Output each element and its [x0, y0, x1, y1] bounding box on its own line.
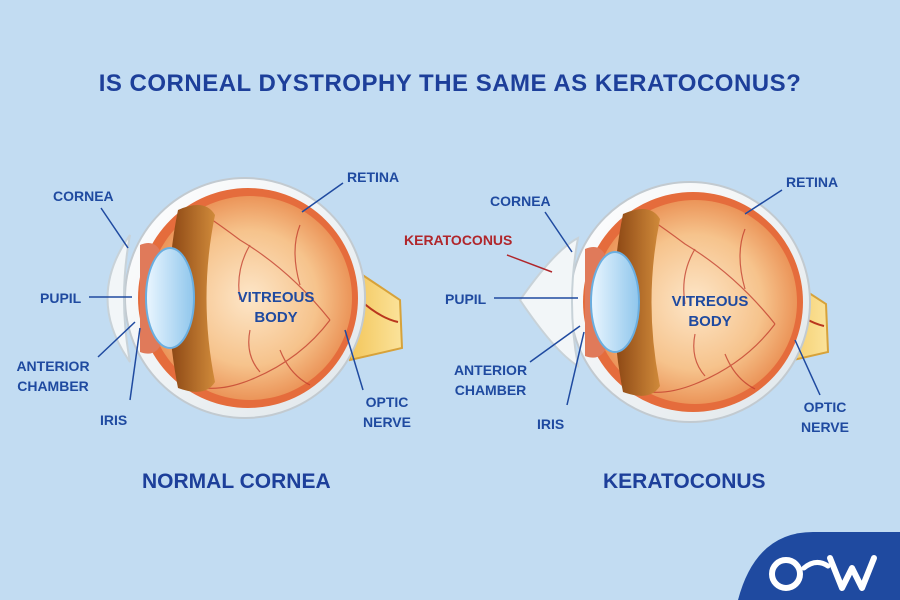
- keratoconus-cornea-label: CORNEA: [490, 193, 551, 209]
- normal-anterior-chamber-label: ANTERIOR CHAMBER: [8, 356, 98, 396]
- normal-pupil-label: PUPIL: [40, 290, 82, 306]
- normal-iris-label: IRIS: [100, 412, 128, 428]
- keratoconus-retina-label: RETINA: [786, 174, 839, 190]
- normal-optic-line2: NERVE: [363, 414, 411, 430]
- normal-anterior-label-line2: CHAMBER: [17, 378, 89, 394]
- keratoconus-anterior-line1: ANTERIOR: [453, 362, 528, 378]
- normal-vitreous-line1: VITREOUS: [237, 289, 315, 306]
- keratoconus-optic-line1: OPTIC: [803, 399, 847, 415]
- keratoconus-anterior-chamber-label: ANTERIOR CHAMBER: [443, 360, 538, 400]
- normal-optic-line1: OPTIC: [365, 394, 409, 410]
- keratoconus-vitreous-line1: VITREOUS: [671, 293, 749, 310]
- keratoconus-vitreous-line2: BODY: [688, 313, 732, 330]
- keratoconus-optic-line2: NERVE: [801, 419, 849, 435]
- normal-cornea-caption: NORMAL CORNEA: [142, 470, 331, 493]
- keratoconus-caption: KERATOCONUS: [603, 470, 766, 493]
- keratoconus-eye-illustration: [494, 181, 830, 423]
- normal-retina-label: RETINA: [347, 169, 400, 185]
- keratoconus-callout-label: KERATOCONUS: [404, 232, 513, 248]
- keratoconus-optic-nerve-label: OPTIC NERVE: [790, 397, 860, 437]
- keratoconus-pupil-label: PUPIL: [445, 291, 487, 307]
- normal-vitreous-body-label: VITREOUS BODY: [226, 288, 326, 328]
- normal-anterior-label-line1: ANTERIOR: [16, 358, 90, 374]
- normal-eye-illustration: [89, 177, 404, 419]
- normal-optic-nerve-label: OPTIC NERVE: [352, 392, 422, 432]
- normal-vitreous-line2: BODY: [254, 309, 298, 326]
- o-w-logo-icon: [738, 532, 900, 600]
- normal-cornea-label: CORNEA: [53, 188, 114, 204]
- keratoconus-iris-label: IRIS: [537, 416, 565, 432]
- page-title: IS CORNEAL DYSTROPHY THE SAME AS KERATOC…: [98, 70, 802, 97]
- keratoconus-vitreous-body-label: VITREOUS BODY: [660, 292, 760, 332]
- keratoconus-anterior-line2: CHAMBER: [454, 382, 527, 398]
